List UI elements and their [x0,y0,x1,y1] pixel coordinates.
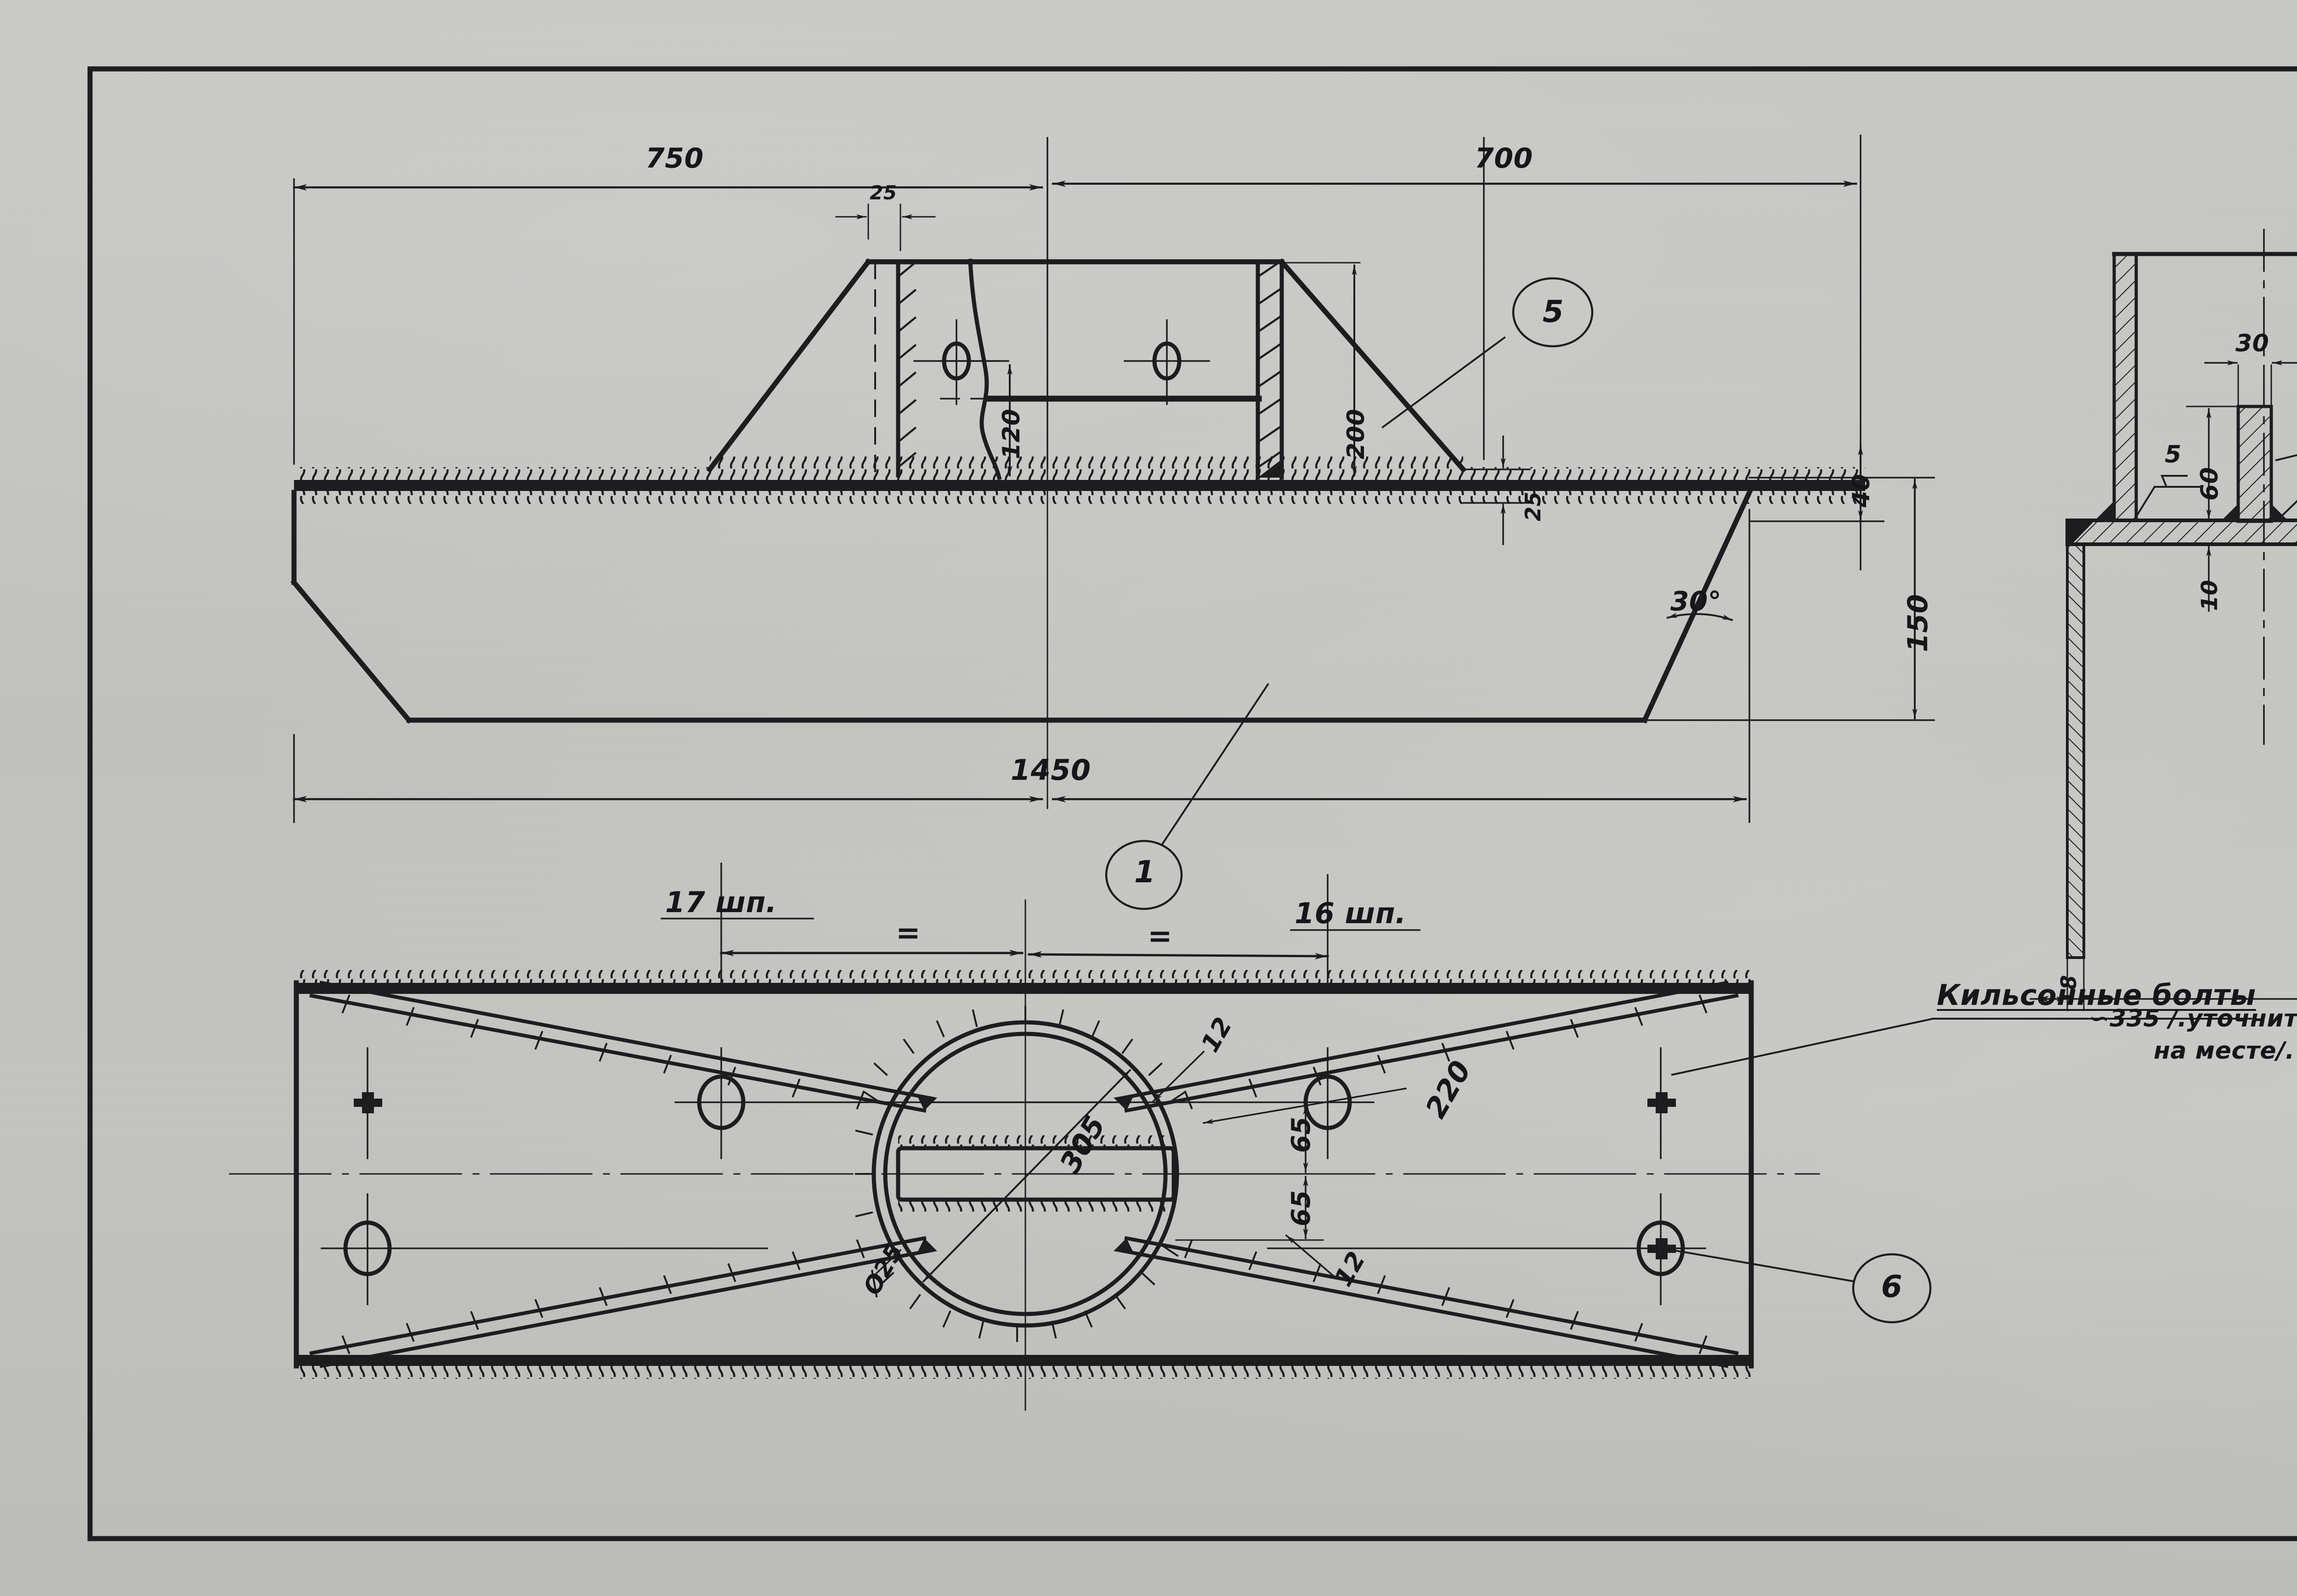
eq-mark-right: = [1148,919,1173,953]
keelson-bolts-label: Кильсонные болты [1937,978,2256,1012]
dim-1450: 1450 [1011,753,1091,787]
dim-150: 150 [1902,594,1934,652]
dim-700: 700 [1475,142,1533,175]
frames-left-label: 17 шп. [665,885,777,919]
eq-mark-left: = [896,916,921,950]
dim-65-bot: 65 [1286,1190,1316,1226]
section-dim-335-line2: на месте/. [2154,1037,2295,1065]
section-dim-335-line1: ∽335 /.уточнить [2089,1005,2297,1032]
balloon-6-label: 6 [1881,1269,1903,1304]
section-dim-10: 10 [2197,580,2223,611]
dim-40: 40 [1848,474,1875,508]
angle-30: 30° [1670,586,1722,617]
dim-120: 120 [998,408,1025,459]
dim-25-left: 25 [870,181,897,204]
sheet-border [87,66,2297,1541]
dim-25-right: 25 [1521,491,1545,521]
section-dim-30: 30 [2235,330,2269,357]
dim-750: 750 [645,142,704,175]
weld-5-left: 5 [2165,441,2182,468]
balloon-5-label: 5 [1542,294,1564,329]
dim-65-top: 65 [1286,1117,1316,1153]
frames-right-label: 16 шп. [1295,897,1407,930]
balloon-1-side-label: 1 [1134,854,1156,890]
dim-200: 200 [1342,408,1370,459]
section-dim-60: 60 [2196,467,2223,501]
